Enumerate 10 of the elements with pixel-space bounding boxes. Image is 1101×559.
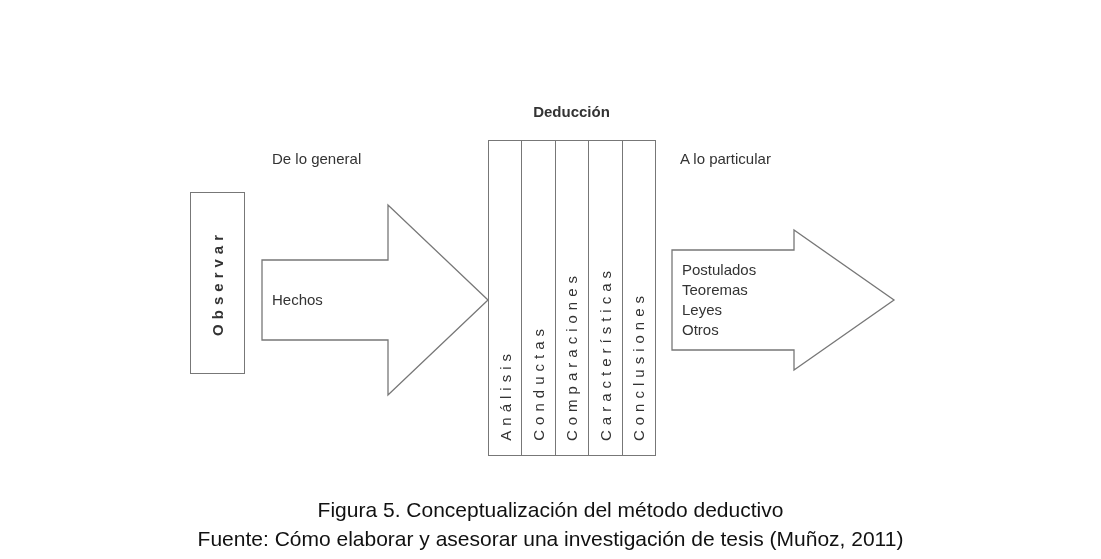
block-arrow bbox=[671, 228, 896, 372]
block-heading: Deducción bbox=[533, 103, 610, 120]
figure-caption: Figura 5. Conceptualización del método deductivo bbox=[316, 498, 785, 522]
note-text: De lo general bbox=[272, 150, 362, 167]
note-text: Fuente: Cómo elaborar y asesorar una investigación de tesis (Muñoz, 2011) bbox=[196, 527, 905, 551]
note-text: A lo particular bbox=[680, 150, 771, 167]
block-arrow bbox=[261, 203, 489, 397]
edge-label: Postulados Teoremas Leyes Otros bbox=[682, 260, 757, 340]
vertical-text-box: Observar bbox=[190, 192, 245, 374]
edge-label: Hechos bbox=[272, 290, 323, 310]
